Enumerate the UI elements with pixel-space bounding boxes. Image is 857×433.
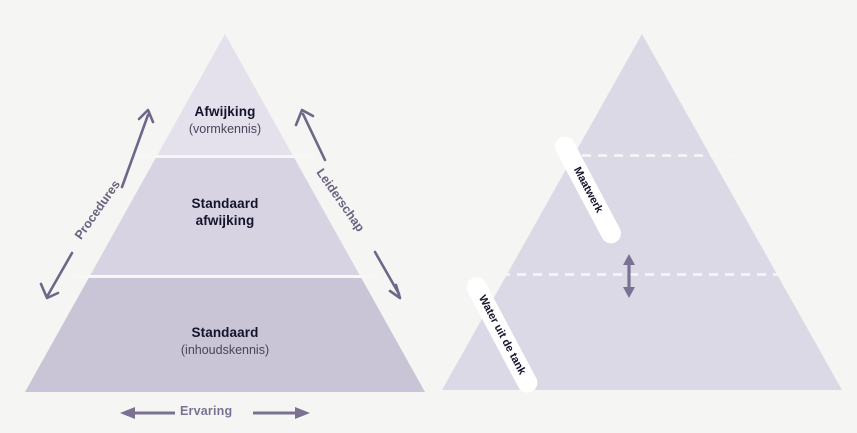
- tier-label-bottom: Standaard (inhoudskennis): [135, 325, 315, 359]
- tier-subtitle-bottom: (inhoudskennis): [180, 342, 270, 357]
- arrow-down-icon-right: [388, 283, 402, 300]
- tier-subtitle-top: (vormkennis): [188, 121, 262, 136]
- arrow-up-icon: [137, 108, 155, 124]
- double-arrow-vertical-icon: [623, 254, 635, 298]
- right-pyramid-panel: Escalatie Circa 1 uurna blussing Maatgev…: [430, 0, 857, 433]
- tier-band-bottom: [25, 276, 425, 392]
- tier-title-bottom: Standaard: [191, 325, 259, 340]
- tier-label-middle: Standaard afwijking: [135, 196, 315, 230]
- side-label-ervaring: Ervaring: [180, 404, 233, 418]
- arrow-down-icon: [39, 282, 60, 300]
- leiderschap-arrow-up-shaft: [301, 112, 327, 162]
- tier-label-top: Afwijking (vormkennis): [135, 104, 315, 138]
- tier-title-top: Afwijking: [194, 104, 256, 119]
- arrow-up-icon-right: [294, 108, 315, 127]
- tier-subtitle-middle: afwijking: [195, 212, 255, 228]
- arrow-left-icon: [120, 407, 135, 419]
- arrow-right-icon: [295, 407, 310, 419]
- right-pyramid-shape: [442, 34, 842, 390]
- left-pyramid-panel: Afwijking (vormkennis) Standaard afwijki…: [25, 34, 425, 419]
- procedures-arrow-down-shaft: [46, 251, 74, 297]
- procedures-arrow-up-shaft: [120, 113, 150, 189]
- procedures-arrow-group: [39, 108, 155, 300]
- leiderschap-arrow-group: [294, 108, 402, 300]
- leiderschap-arrow-down-shaft: [373, 250, 401, 296]
- tier-title-middle: Standaard: [191, 196, 259, 211]
- right-pyramid-graphic: [442, 34, 842, 390]
- left-pyramid-graphic: [25, 34, 425, 419]
- ervaring-arrow-group: [120, 407, 310, 419]
